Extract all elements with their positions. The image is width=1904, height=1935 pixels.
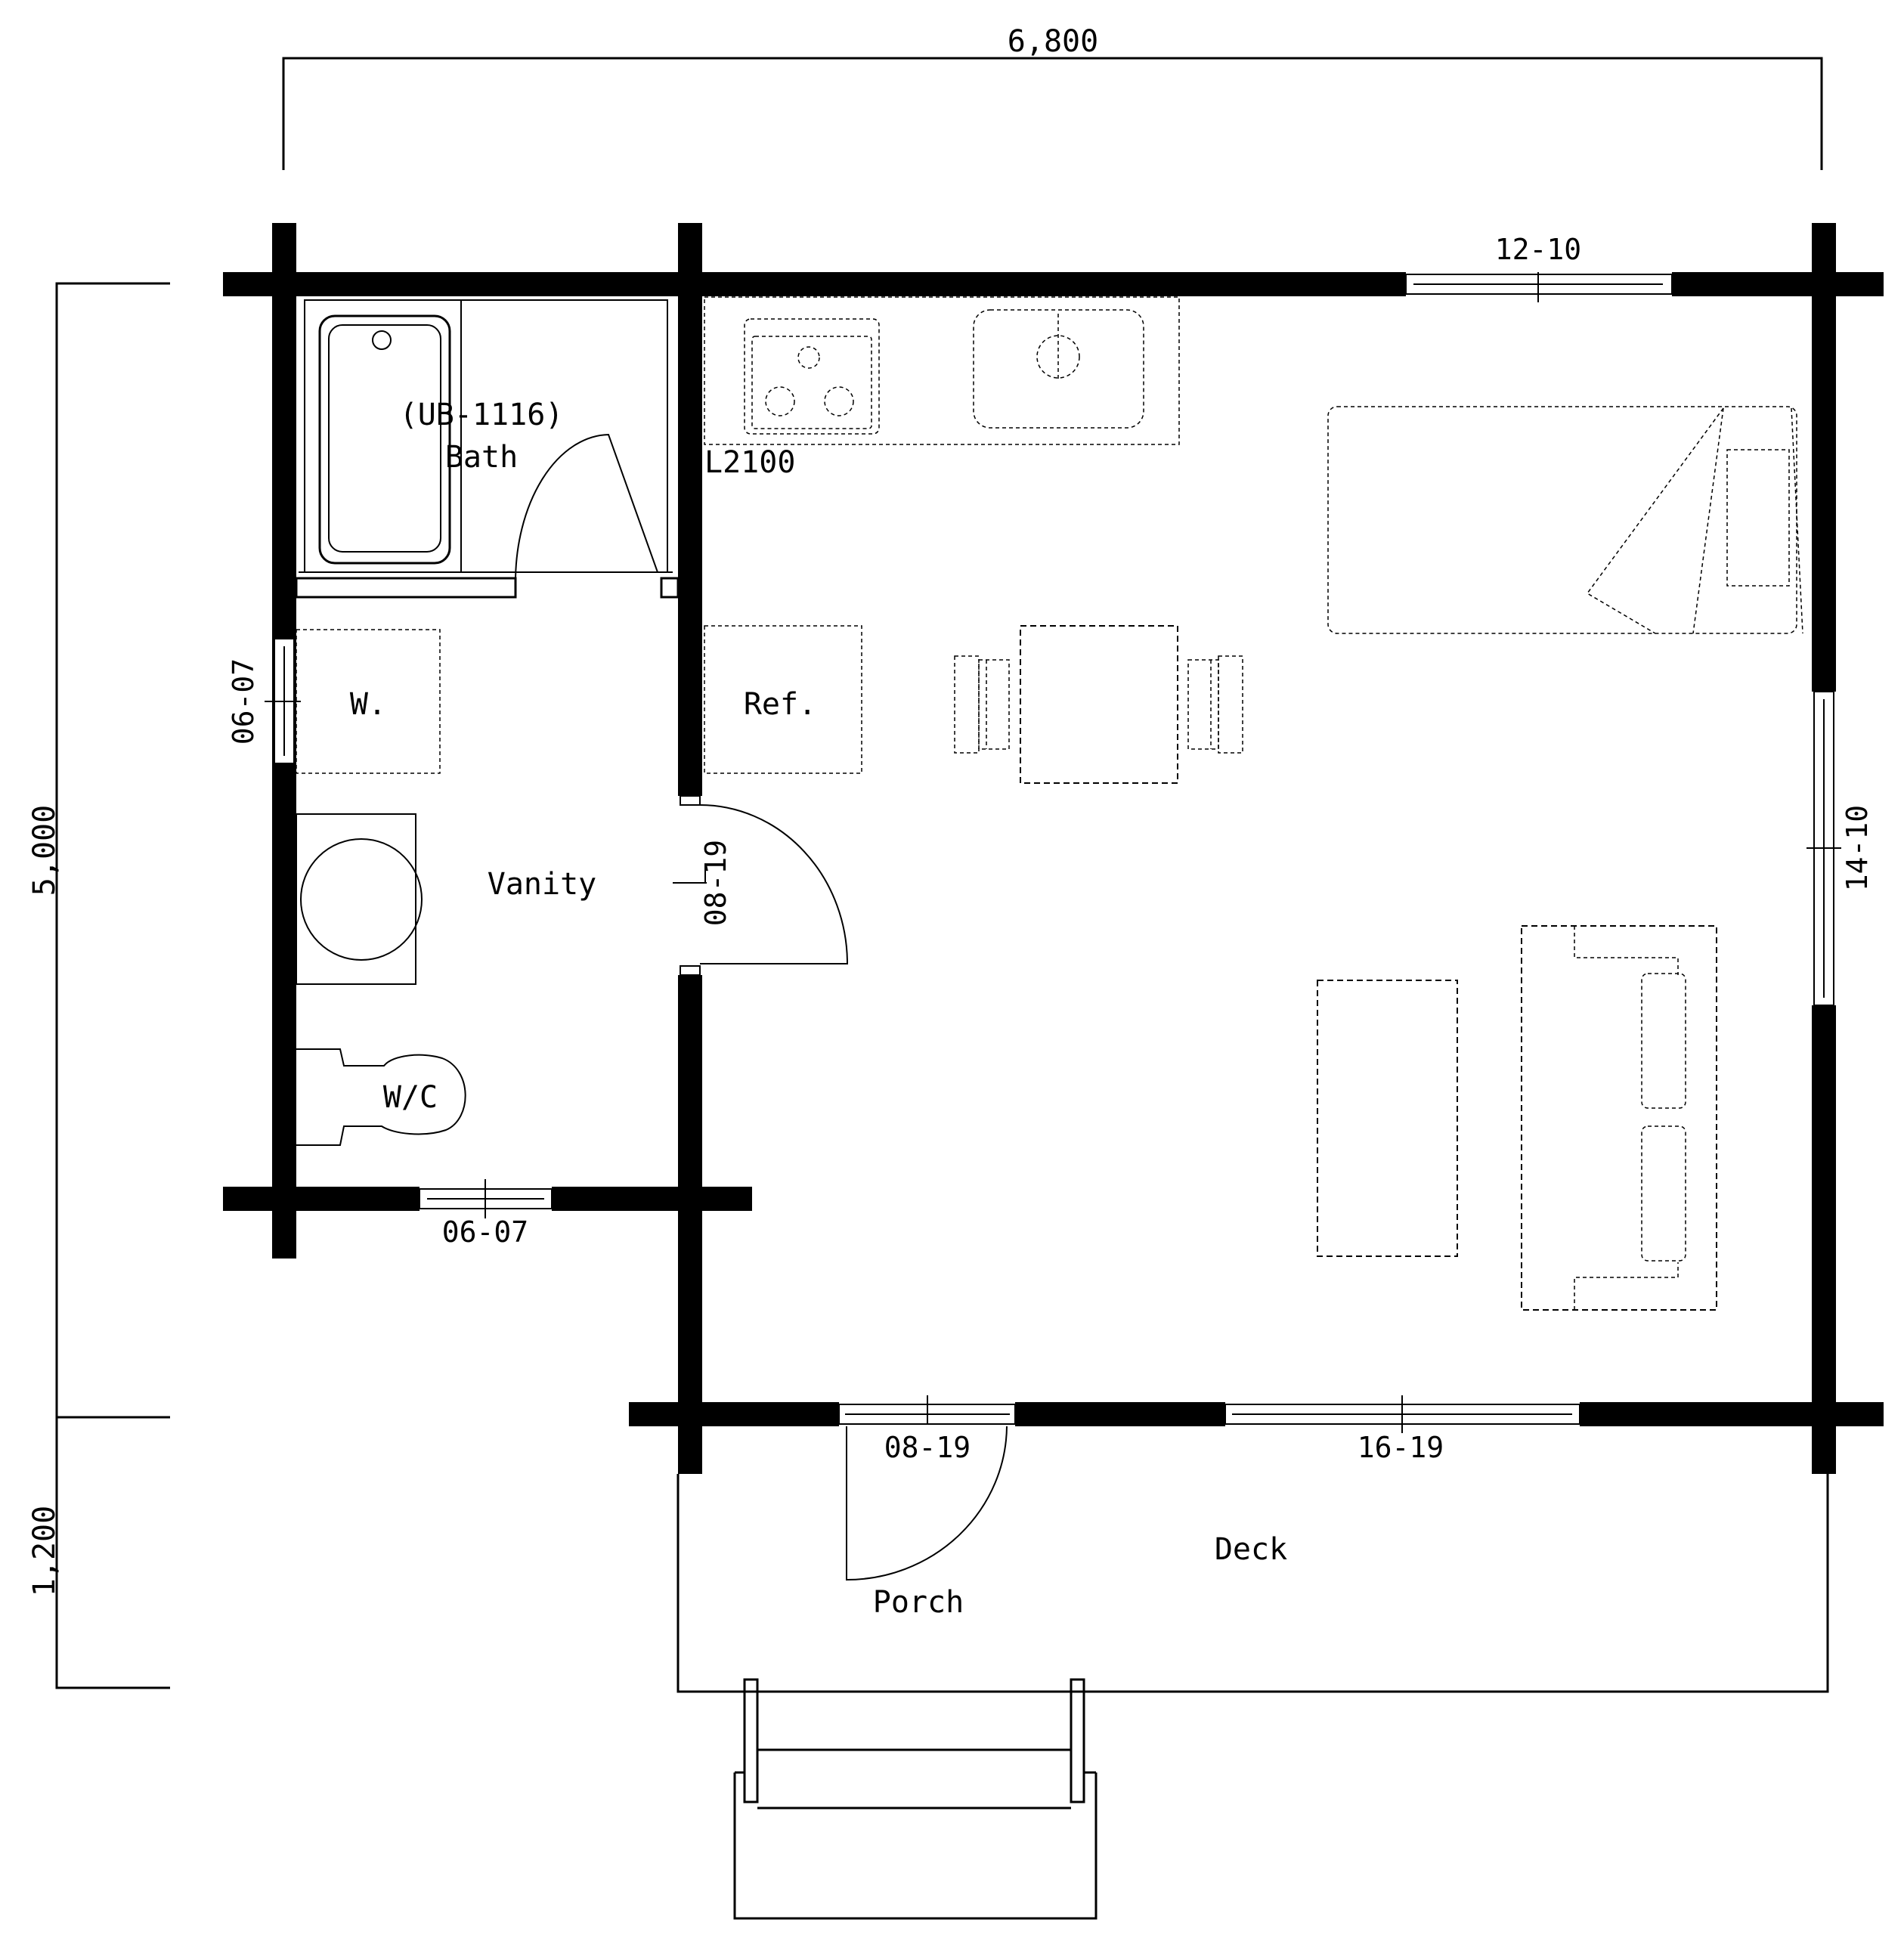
west-window: 06-07 [227, 638, 301, 764]
dining-table [954, 625, 1243, 784]
south-small-window: 06-07 [419, 1179, 553, 1249]
interior-door: 08-19 [673, 795, 849, 976]
north-window: 12-10 [1405, 233, 1673, 302]
entry-door-label: 08-19 [884, 1431, 971, 1464]
kitchen-label: L2100 [704, 445, 795, 480]
kitchen-counter: L2100 [704, 296, 1180, 480]
south-window-label: 16-19 [1358, 1431, 1444, 1464]
dimension-lines: 6,800 5,000 1,200 [27, 24, 1823, 1689]
coffee-table [1317, 980, 1458, 1257]
sofa [1521, 925, 1717, 1311]
refrigerator: Ref. [704, 625, 862, 774]
east-window-label: 14-10 [1841, 805, 1874, 891]
bathroom: (UB-1116) Bath [295, 299, 680, 599]
toilet: W/C [296, 1048, 466, 1146]
east-window: 14-10 [1806, 691, 1874, 1006]
dimension-height-deck: 1,200 [27, 1506, 62, 1596]
bath-label: Bath [445, 440, 518, 475]
interior-door-label: 08-19 [699, 840, 732, 926]
deck-label: Deck [1215, 1532, 1287, 1567]
south-window: 16-19 [1224, 1395, 1580, 1464]
porch-label: Porch [873, 1585, 964, 1620]
entry-stairs [733, 1678, 1098, 1920]
entry-door: 08-19 [838, 1395, 1016, 1581]
deck: Deck Porch [676, 1474, 1829, 1693]
west-window-label: 06-07 [227, 658, 260, 745]
bath-model-label: (UB-1116) [400, 398, 564, 432]
toilet-label: W/C [383, 1080, 438, 1115]
walls [223, 223, 1884, 1474]
bathtub [318, 314, 451, 565]
fridge-label: Ref. [744, 687, 816, 722]
south-small-window-label: 06-07 [442, 1215, 528, 1249]
washer: W. [296, 629, 441, 774]
vanity-label: Vanity [488, 867, 597, 902]
vanity-sink [296, 813, 423, 985]
bed [1327, 406, 1803, 634]
north-window-label: 12-10 [1495, 233, 1581, 266]
dimension-width: 6,800 [1008, 24, 1098, 59]
dimension-height-main: 5,000 [27, 805, 62, 896]
washer-label: W. [350, 687, 386, 722]
